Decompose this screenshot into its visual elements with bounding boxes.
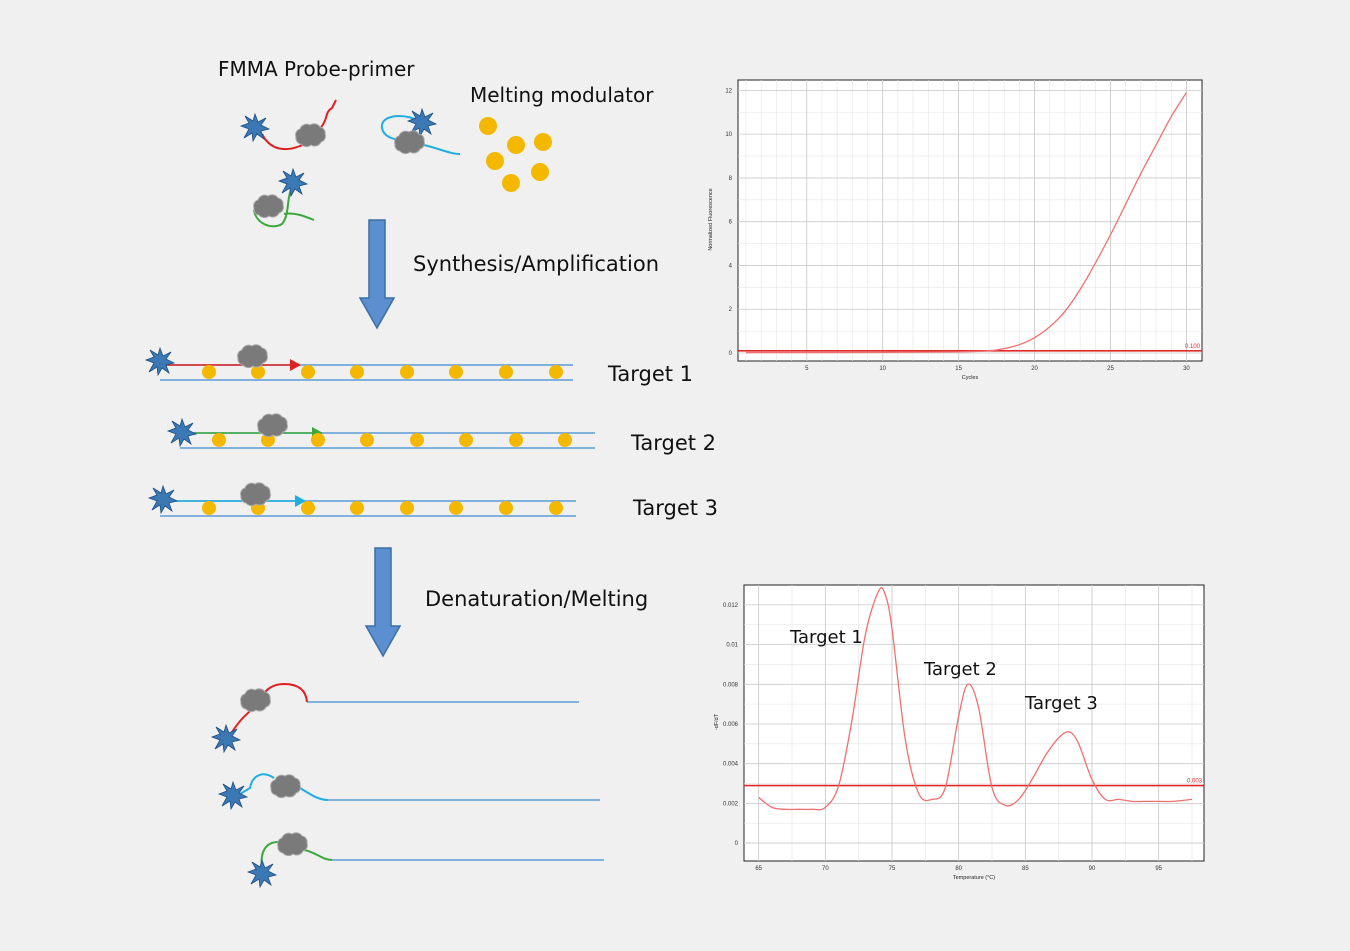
melting-chart: 65 70 75 80 85 90 95 0 0.002 0.004 0.006 0.008 0.01 0… [714, 584, 1205, 881]
x-tick-label: 65 [755, 866, 762, 872]
y-tick-label: 0.004 [723, 762, 739, 768]
target-1-duplex [145, 344, 573, 381]
fluorophore-icon [145, 347, 175, 376]
x-tick-label: 70 [822, 866, 829, 872]
y-tick-label: 6 [729, 220, 733, 226]
quencher-icon [253, 194, 284, 219]
x-axis-title: Temperature (°C) [953, 875, 995, 881]
data-curve [758, 587, 1193, 811]
x-tick-label: 90 [1089, 866, 1096, 872]
x-tick-label: 20 [1031, 366, 1038, 372]
fluorophore-icon [211, 724, 241, 753]
denaturation-arrow [364, 547, 402, 658]
quencher-icon [295, 123, 326, 148]
melted-strand-red [211, 682, 579, 753]
y-tick-label: 0.008 [723, 682, 739, 688]
y-tick-label: 12 [725, 88, 732, 94]
y-tick-label: 0.006 [723, 722, 739, 728]
fluorophore-icon [218, 781, 248, 810]
target-2-label: Target 2 [630, 431, 716, 455]
target-2-duplex [167, 413, 595, 449]
melted-strand-cyan [218, 773, 600, 810]
probe-primer-red [240, 99, 337, 151]
x-tick-label: 25 [1107, 366, 1114, 372]
probe-primer-cyan [380, 108, 461, 155]
x-tick-label: 10 [879, 366, 886, 372]
quencher-icon [237, 344, 268, 369]
y-tick-label: 2 [729, 307, 733, 313]
y-tick-label: 8 [729, 176, 733, 182]
probe-primer-label: FMMA Probe-primer [218, 57, 415, 81]
denaturation-label: Denaturation/Melting [425, 587, 648, 611]
fluorophore-icon [278, 168, 308, 197]
plot-frame [743, 584, 1205, 862]
threshold-label: 0.003 [1187, 779, 1203, 785]
y-tick-label: 0 [729, 351, 733, 357]
quencher-icon [240, 482, 271, 507]
y-tick-label: 4 [729, 263, 733, 269]
melting-modulator-dots [479, 117, 552, 192]
plot-frame [737, 79, 1203, 362]
peak-label-target-2: Target 2 [923, 659, 997, 680]
fluorophore-icon [148, 485, 178, 514]
quencher-icon [270, 774, 301, 799]
melting-modulator-label: Melting modulator [470, 83, 654, 107]
x-tick-label: 5 [805, 366, 809, 372]
target-3-duplex [148, 482, 576, 517]
peak-label-target-1: Target 1 [789, 627, 863, 648]
data-curve [745, 92, 1187, 354]
y-axis-title: -dF/dT [714, 713, 720, 730]
y-tick-label: 0.002 [723, 801, 739, 807]
quencher-icon [394, 130, 425, 155]
synthesis-label: Synthesis/Amplification [413, 252, 659, 276]
y-tick-label: 0.012 [723, 603, 739, 609]
y-tick-label: 10 [725, 132, 732, 138]
fluorophore-icon [247, 859, 277, 888]
x-tick-label: 80 [955, 866, 962, 872]
x-tick-label: 30 [1183, 366, 1190, 372]
threshold-label: 0.100 [1185, 344, 1201, 350]
x-tick-label: 15 [955, 366, 962, 372]
x-tick-label: 75 [889, 866, 896, 872]
x-tick-label: 95 [1155, 866, 1162, 872]
quencher-icon [240, 688, 271, 713]
peak-label-target-3: Target 3 [1024, 693, 1098, 714]
y-tick-label: 0 [735, 841, 739, 847]
y-axis-title: Normalized Fluorescence [708, 188, 714, 250]
target-3-label: Target 3 [632, 496, 718, 520]
x-axis-title: Cycles [962, 375, 979, 381]
probe-primer-green [253, 168, 315, 228]
fluorophore-icon [167, 418, 197, 447]
quencher-icon [277, 832, 308, 857]
synthesis-arrow [358, 219, 396, 330]
melted-strand-green [247, 832, 604, 888]
x-tick-label: 85 [1022, 866, 1029, 872]
y-tick-label: 0.01 [726, 643, 738, 649]
target-1-label: Target 1 [607, 362, 693, 386]
